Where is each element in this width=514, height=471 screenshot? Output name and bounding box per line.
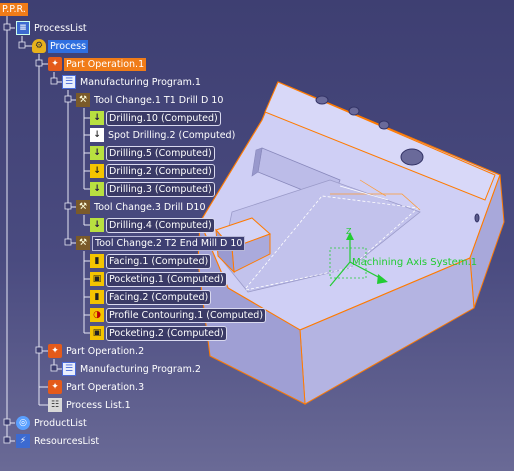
profile-contouring-icon: ◑ xyxy=(90,308,104,322)
process-list-1-label: Process List.1 xyxy=(66,399,131,411)
resources-list-icon: ⚡ xyxy=(16,434,30,448)
hole-4 xyxy=(400,148,424,166)
tree-node-tool-change-3[interactable]: ⚒ Tool Change.3 Drill D10 xyxy=(76,200,208,214)
drilling-4-label: Drilling.4 (Computed) xyxy=(106,217,215,233)
tree-node-pocketing-1[interactable]: ▣ Pocketing.1 (Computed) xyxy=(90,271,227,287)
hole-1 xyxy=(315,95,329,105)
pocketing-icon: ▣ xyxy=(90,272,104,286)
tree-node-drilling-10[interactable]: ↓ Drilling.10 (Computed) xyxy=(90,110,221,126)
tree-node-pocketing-2[interactable]: ▣ Pocketing.2 (Computed) xyxy=(90,325,227,341)
pocketing-2-label: Pocketing.2 (Computed) xyxy=(106,325,227,341)
drilling-icon: ↓ xyxy=(90,146,104,160)
facing-icon: ▮ xyxy=(90,290,104,304)
spot-drilling-2-label: Spot Drilling.2 (Computed) xyxy=(108,129,236,141)
machined-part[interactable] xyxy=(197,81,505,405)
part-operation-3-label: Part Operation.3 xyxy=(66,381,145,393)
process-list-label: ProcessList xyxy=(34,22,87,34)
axis-system-label: Machining Axis System.1 xyxy=(352,257,477,268)
hole-2 xyxy=(348,106,360,116)
tool-change-icon: ⚒ xyxy=(76,93,90,107)
tree-node-manufacturing-program-2[interactable]: ☰ Manufacturing Program.2 xyxy=(62,362,203,376)
manufacturing-program-icon: ☰ xyxy=(62,362,76,376)
hole-5 xyxy=(474,213,480,223)
tree-node-part-operation-1[interactable]: ✦ Part Operation.1 xyxy=(48,57,147,71)
drilling-3-label: Drilling.3 (Computed) xyxy=(106,181,215,197)
part-operation-icon: ✦ xyxy=(48,57,62,71)
tree-node-process-list-1[interactable]: ☷ Process List.1 xyxy=(48,398,133,412)
pocketing-icon: ▣ xyxy=(90,326,104,340)
drilling-icon: ↓ xyxy=(90,218,104,232)
tree-node-facing-2[interactable]: ▮ Facing.2 (Computed) xyxy=(90,289,212,305)
hole-3 xyxy=(378,120,390,130)
spot-drilling-icon: ↓ xyxy=(90,128,104,142)
manufacturing-program-1-label: Manufacturing Program.1 xyxy=(80,76,201,88)
product-list-icon: ◎ xyxy=(16,416,30,430)
manufacturing-program-2-label: Manufacturing Program.2 xyxy=(80,363,201,375)
tree-node-drilling-3[interactable]: ↓ Drilling.3 (Computed) xyxy=(90,181,215,197)
machining-axis-system[interactable]: Z Machining Axis System.1 xyxy=(329,227,477,287)
process-label: Process xyxy=(48,39,89,53)
tree-node-process[interactable]: ⚙ Process xyxy=(32,39,89,53)
pocket-wall xyxy=(251,147,263,177)
part-operation-icon: ✦ xyxy=(48,380,62,394)
tree-node-spot-drilling-2[interactable]: ↓ Spot Drilling.2 (Computed) xyxy=(90,128,237,142)
tree-node-drilling-2[interactable]: ↓ Drilling.2 (Computed) xyxy=(90,163,215,179)
tree-node-part-operation-2[interactable]: ✦ Part Operation.2 xyxy=(48,344,146,358)
tree-node-manufacturing-program-1[interactable]: ☰ Manufacturing Program.1 xyxy=(62,75,203,89)
tool-change-1-label: Tool Change.1 T1 Drill D 10 xyxy=(94,94,224,106)
part-operation-icon: ✦ xyxy=(48,344,62,358)
facing-1-label: Facing.1 (Computed) xyxy=(106,253,212,269)
part-operation-1-label: Part Operation.1 xyxy=(64,57,147,71)
part-operation-2-label: Part Operation.2 xyxy=(66,345,145,357)
tree-node-facing-1[interactable]: ▮ Facing.1 (Computed) xyxy=(90,253,212,269)
facing-icon: ▮ xyxy=(90,254,104,268)
drilling-5-label: Drilling.5 (Computed) xyxy=(106,145,215,161)
manufacturing-program-icon: ☰ xyxy=(62,75,76,89)
pocket-contour xyxy=(330,193,421,211)
tree-node-drilling-4[interactable]: ↓ Drilling.4 (Computed) xyxy=(90,217,215,233)
tree-node-tool-change-1[interactable]: ⚒ Tool Change.1 T1 Drill D 10 xyxy=(76,93,225,107)
drilling-icon: ↓ xyxy=(90,164,104,178)
product-list-label: ProductList xyxy=(34,417,87,429)
raised-step-face xyxy=(264,81,496,201)
tree-node-drilling-5[interactable]: ↓ Drilling.5 (Computed) xyxy=(90,145,215,161)
process-list-icon: ≡ xyxy=(16,21,30,35)
process-icon: ⚙ xyxy=(32,39,46,53)
tool-change-icon: ⚒ xyxy=(76,236,90,250)
drilling-icon: ↓ xyxy=(90,111,104,125)
tool-change-2-label: Tool Change.2 T2 End Mill D 10 xyxy=(92,235,246,251)
drilling-10-label: Drilling.10 (Computed) xyxy=(106,110,221,126)
drilling-2-label: Drilling.2 (Computed) xyxy=(106,163,215,179)
profile-contouring-1-label: Profile Contouring.1 (Computed) xyxy=(106,307,267,323)
process-list-1-icon: ☷ xyxy=(48,398,62,412)
pocketing-1-label: Pocketing.1 (Computed) xyxy=(106,271,227,287)
tree-node-product-list[interactable]: ◎ ProductList xyxy=(16,416,89,430)
tree-node-part-operation-3[interactable]: ✦ Part Operation.3 xyxy=(48,380,146,394)
resources-list-label: ResourcesList xyxy=(34,435,100,447)
tree-node-tool-change-2[interactable]: ⚒ Tool Change.2 T2 End Mill D 10 xyxy=(76,235,246,251)
tool-change-3-label: Tool Change.3 Drill D10 xyxy=(94,201,206,213)
tree-node-process-list[interactable]: ≡ ProcessList xyxy=(16,21,89,35)
tree-node-resources-list[interactable]: ⚡ ResourcesList xyxy=(16,434,101,448)
drilling-icon: ↓ xyxy=(90,182,104,196)
svg-text:Z: Z xyxy=(346,227,352,236)
ppr-label: P.P.R. xyxy=(0,2,28,16)
tool-change-icon: ⚒ xyxy=(76,200,90,214)
facing-2-label: Facing.2 (Computed) xyxy=(106,289,212,305)
tree-node-ppr[interactable]: P.P.R. xyxy=(0,2,28,16)
tree-node-profile-contouring-1[interactable]: ◑ Profile Contouring.1 (Computed) xyxy=(90,307,267,323)
